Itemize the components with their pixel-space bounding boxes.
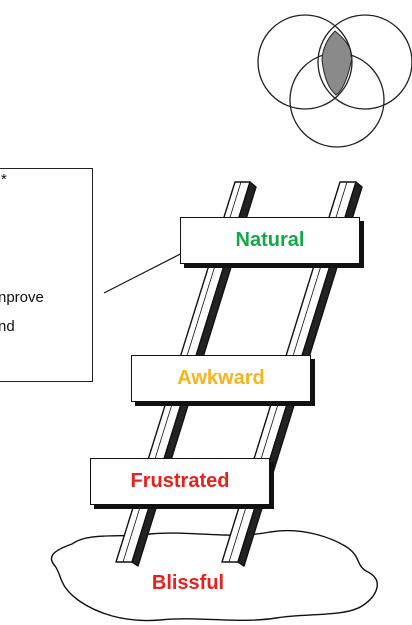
rung-frustrated-label: Frustrated	[130, 470, 230, 492]
venn-circle-right	[317, 14, 412, 110]
venn-intersection	[321, 30, 353, 96]
callout-text-line-1: nprove	[0, 289, 44, 306]
rung-awkward-label: Awkward	[177, 367, 265, 389]
rung-natural-label: Natural	[235, 229, 305, 251]
callout-box: * nprove nd	[0, 168, 93, 382]
puddle-label: Blissful	[151, 572, 225, 594]
rung-awkward: Awkward	[131, 355, 311, 402]
callout-text-line-2: nd	[0, 318, 15, 335]
venn-circle-left	[257, 14, 353, 110]
rung-natural: Natural	[180, 217, 360, 264]
rung-frustrated: Frustrated	[90, 458, 270, 505]
callout-asterisk: *	[1, 171, 7, 188]
